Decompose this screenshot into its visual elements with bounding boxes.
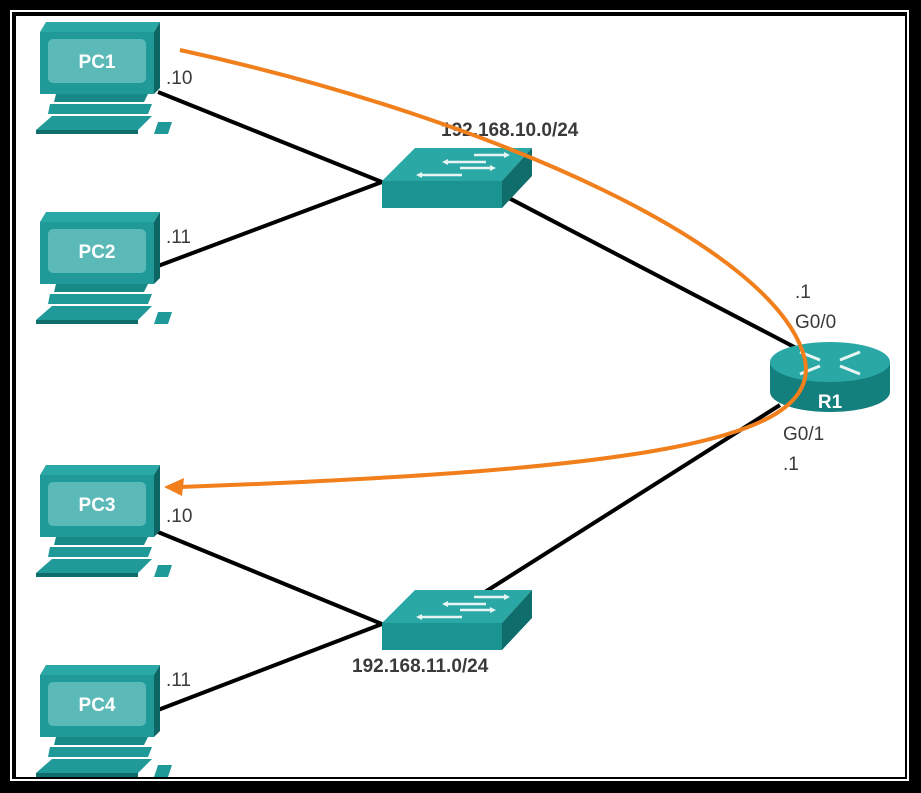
pc2-ip-label: .11 (166, 227, 191, 248)
g0-0-interface-label: G0/0 (795, 312, 836, 333)
links (157, 90, 801, 712)
pc3-ip-label: .10 (166, 506, 192, 527)
device-label: PC2 (79, 242, 116, 263)
arrowhead-icon (164, 478, 184, 496)
pc4[interactable]: PC4 (36, 665, 172, 777)
device-label: PC1 (79, 52, 116, 73)
g0-0-ip-label: .1 (795, 282, 811, 303)
pc3[interactable]: PC3 (36, 465, 172, 577)
device-label: PC4 (79, 695, 116, 716)
link-pc4-sw2 (157, 622, 383, 712)
router-r1[interactable]: R1 (770, 342, 890, 413)
diagram-canvas (16, 16, 905, 777)
link-pc3-sw2 (157, 530, 383, 626)
link-pc2-sw1 (157, 180, 383, 268)
g0-1-interface-label: G0/1 (783, 424, 824, 445)
pc1[interactable]: PC1 (36, 22, 172, 134)
pc2[interactable]: PC2 (36, 212, 172, 324)
traffic-path (164, 48, 808, 496)
traffic-path-curve (179, 48, 808, 489)
router-top (770, 342, 890, 382)
link-sw2-r1 (483, 403, 782, 594)
device-label: R1 (818, 392, 843, 413)
network-label-lan2: 192.168.11.0/24 (352, 656, 489, 677)
link-sw1-r1 (504, 194, 801, 352)
g0-1-ip-label: .1 (783, 454, 799, 475)
link-pc1-sw1 (157, 90, 383, 184)
device-label: PC3 (79, 495, 116, 516)
pc4-ip-label: .11 (166, 670, 191, 691)
pc1-ip-label: .10 (166, 68, 192, 89)
